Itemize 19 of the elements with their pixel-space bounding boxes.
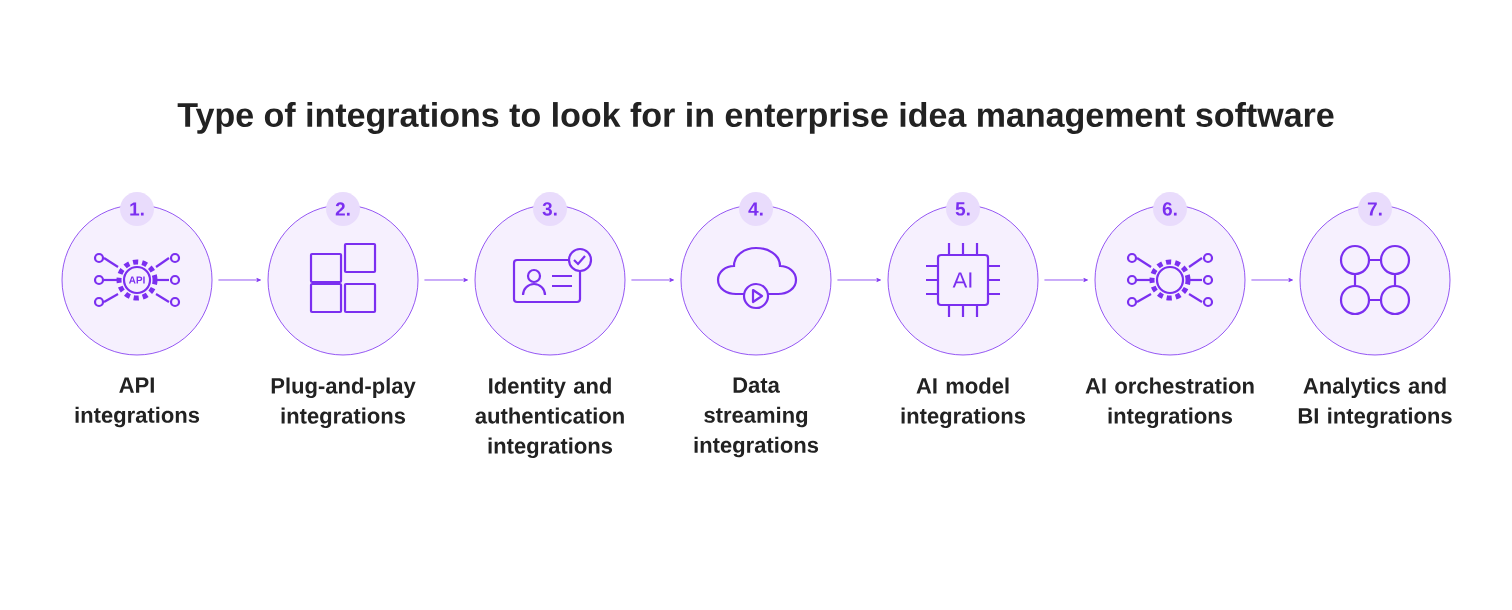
arrow — [1044, 278, 1088, 282]
arrow — [837, 278, 881, 282]
integration-step: 6. AI orchestration integrations — [1085, 192, 1254, 429]
node-label: AI model integrations — [901, 377, 1026, 429]
node-label: Plug-and-play integrations — [271, 377, 416, 429]
integration-step: 3. Identity and authentication integrations — [474, 192, 626, 459]
title: Type of integrations to look for in enterprise idea management software — [177, 102, 1334, 134]
arrow — [1251, 278, 1293, 282]
integration-step: 7. Analytics and BI integrations — [1298, 192, 1452, 429]
integration-step: 4. Data streaming integrations — [680, 192, 832, 458]
integration-step: 2. Plug-and-play integrations — [267, 192, 419, 429]
node-label: Identity and authentication integrations — [475, 377, 624, 459]
arrow — [424, 278, 468, 282]
arrow — [631, 278, 674, 282]
node-label: Data streaming integrations — [694, 377, 819, 458]
node-label: Analytics and BI integrations — [1298, 377, 1452, 429]
node-label: AI orchestration integrations — [1085, 377, 1254, 429]
arrow — [218, 278, 261, 282]
node-label: API integrations — [75, 377, 200, 428]
